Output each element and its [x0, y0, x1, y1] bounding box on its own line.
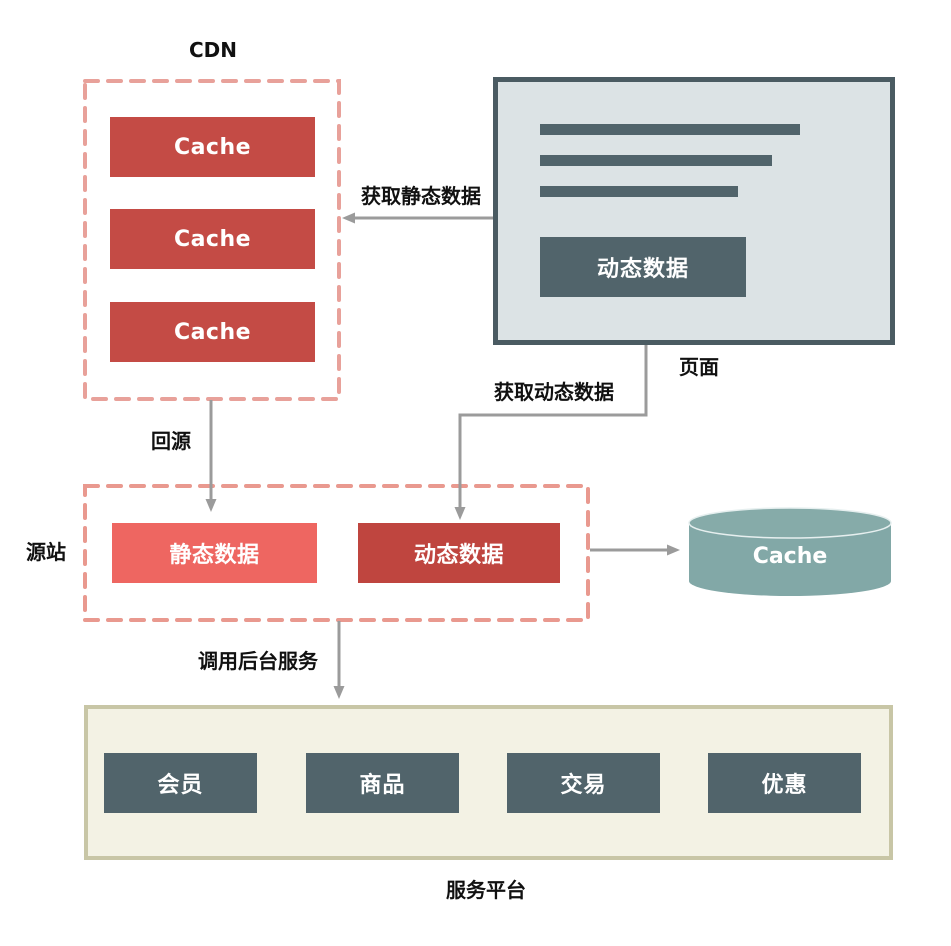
cdn-cache-node-3: Cache [110, 302, 315, 362]
page-label: 页面 [679, 355, 719, 379]
service-product-block: 商品 [306, 753, 459, 813]
page-window [493, 77, 895, 345]
get-static-data-label: 获取静态数据 [361, 184, 481, 208]
page-text-line-1 [540, 124, 800, 135]
cdn-title: CDN [188, 38, 238, 62]
call-backend-label: 调用后台服务 [198, 649, 318, 673]
origin-dynamic-data-block: 动态数据 [358, 523, 560, 583]
service-member-block: 会员 [104, 753, 257, 813]
page-text-line-2 [540, 155, 772, 166]
cache-store-label: Cache [752, 544, 828, 569]
service-platform-label: 服务平台 [446, 878, 526, 902]
origin-site-label: 源站 [26, 540, 66, 564]
get-dynamic-data-label: 获取动态数据 [494, 380, 614, 404]
service-discount-block: 优惠 [708, 753, 861, 813]
page-dynamic-data-block: 动态数据 [540, 237, 746, 297]
back-to-source-label: 回源 [151, 429, 191, 453]
origin-static-data-block: 静态数据 [112, 523, 317, 583]
cdn-cache-node-1: Cache [110, 117, 315, 177]
cdn-cache-node-2: Cache [110, 209, 315, 269]
service-trade-block: 交易 [507, 753, 660, 813]
page-text-line-3 [540, 186, 738, 197]
